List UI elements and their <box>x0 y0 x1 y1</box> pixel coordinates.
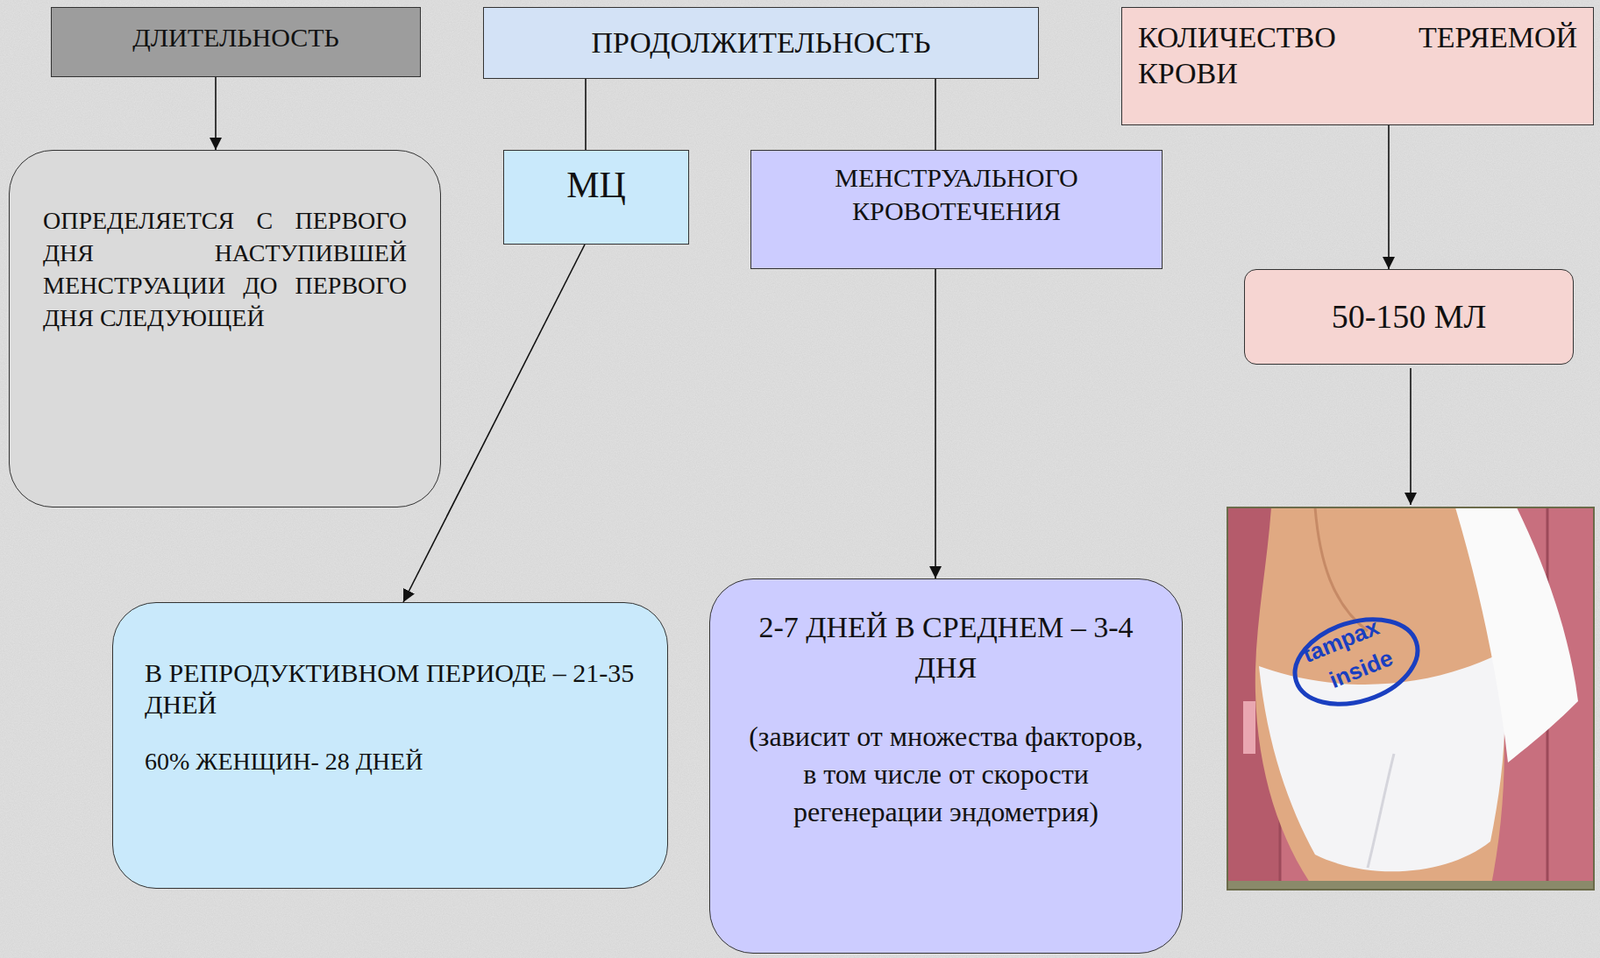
value-box: 50-150 МЛ <box>1244 269 1574 365</box>
node-text: 60% ЖЕНЩИН- 28 ДНЕЙ <box>144 746 636 777</box>
definition-box: ОПРЕДЕЛЯЕТСЯ С ПЕРВОГО ДНЯ НАСТУПИВШЕЙ М… <box>8 149 441 508</box>
value-box: 2-7 ДНЕЙ В СРЕДНЕМ – 3-4 ДНЯ (зависит от … <box>709 578 1183 954</box>
heading-box: ДЛИТЕЛЬНОСТЬ <box>50 7 421 78</box>
connector <box>1387 125 1390 270</box>
node-text: (зависит от множества факторов, в том чи… <box>748 718 1144 832</box>
node-text: МЕНСТРУАЛЬНОГО КРОВОТЕЧЕНИЯ <box>765 161 1148 228</box>
leader-arrow <box>1409 368 1412 505</box>
subheading-box: МЦ <box>503 149 690 245</box>
node-text: 50-150 МЛ <box>1255 297 1563 338</box>
photo <box>1227 507 1594 890</box>
node-text: ПРОДОЛЖИТЕЛЬНОСТЬ <box>497 25 1024 62</box>
node-text: КОЛИЧЕСТВО ТЕРЯЕМОЙ КРОВИ <box>1137 20 1578 93</box>
subheading-box: МЕНСТРУАЛЬНОГО КРОВОТЕЧЕНИЯ <box>750 149 1163 270</box>
node-text: МЦ <box>512 163 680 207</box>
node-text: В РЕПРОДУКТИВНОМ ПЕРИОДЕ – 21-35 ДНЕЙ <box>144 657 636 721</box>
connector <box>934 78 937 150</box>
node-text: ОПРЕДЕЛЯЕТСЯ С ПЕРВОГО ДНЯ НАСТУПИВШЕЙ М… <box>42 205 407 335</box>
node-text: ДЛИТЕЛЬНОСТЬ <box>65 21 406 54</box>
connector <box>214 77 217 150</box>
node-text: 2-7 ДНЕЙ В СРЕДНЕМ – 3-4 ДНЯ <box>748 607 1144 689</box>
value-box: В РЕПРОДУКТИВНОМ ПЕРИОДЕ – 21-35 ДНЕЙ 60%… <box>112 602 669 889</box>
heading-box: КОЛИЧЕСТВО ТЕРЯЕМОЙ КРОВИ <box>1121 7 1594 126</box>
connector <box>584 78 587 150</box>
connector <box>934 269 937 579</box>
heading-box: ПРОДОЛЖИТЕЛЬНОСТЬ <box>483 7 1039 79</box>
